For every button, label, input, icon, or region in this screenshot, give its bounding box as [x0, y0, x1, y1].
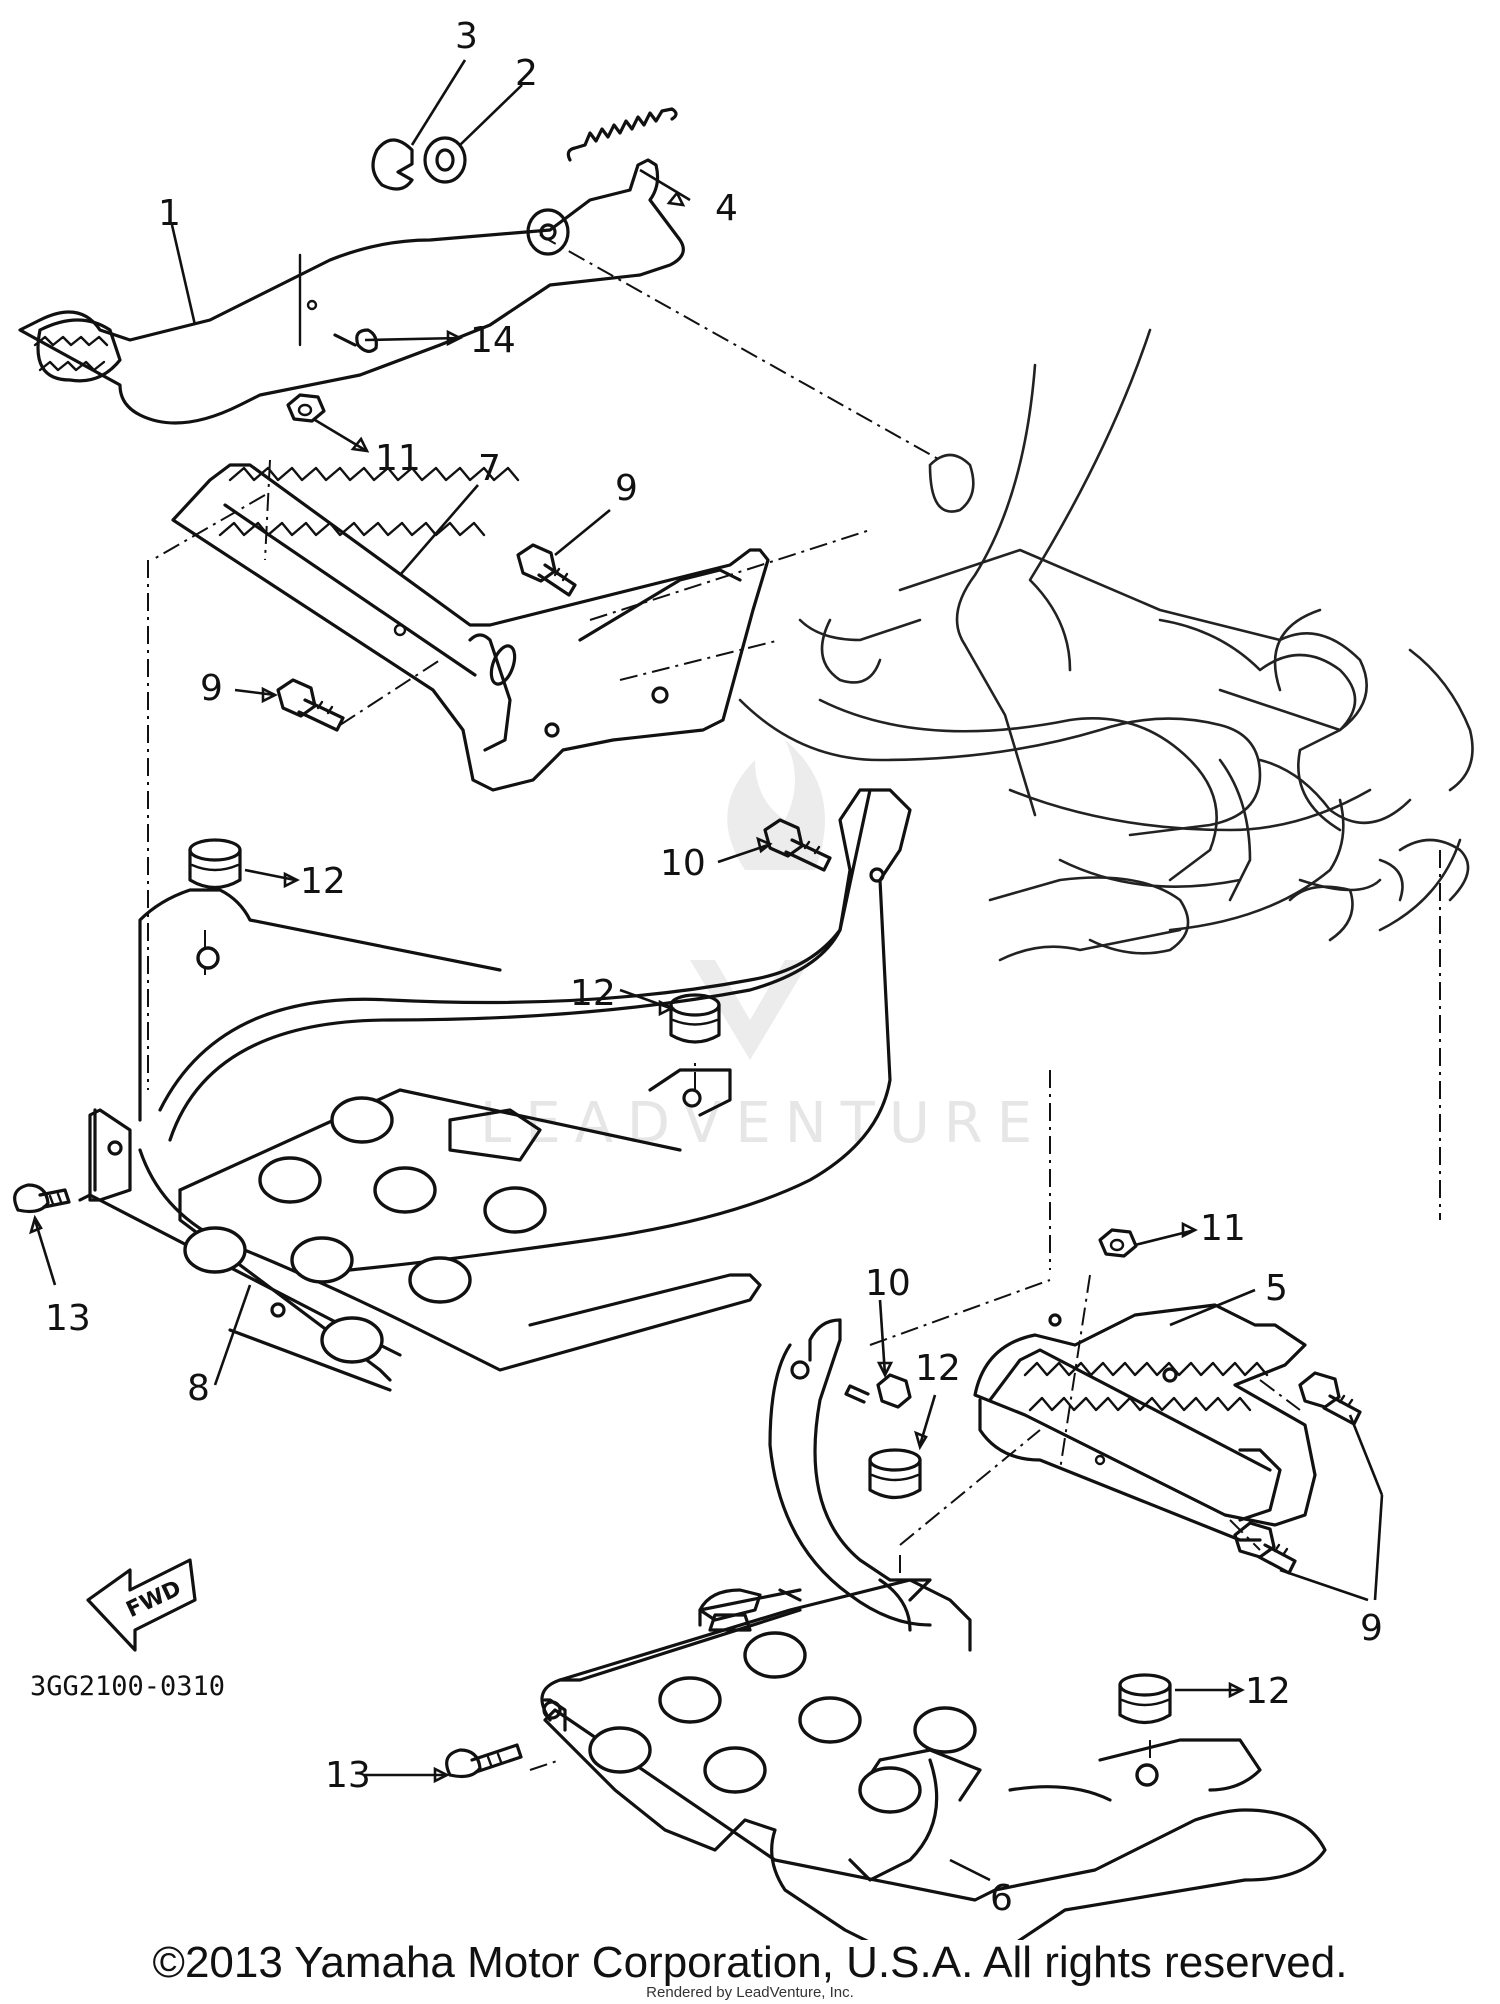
callout-2: 2 [515, 53, 538, 94]
bolt-13-right [445, 1743, 523, 1779]
grommet-12-b [669, 993, 721, 1044]
callout-3: 3 [455, 16, 478, 57]
callout-10a: 10 [660, 843, 706, 884]
bolt-14 [333, 328, 378, 353]
callout-11b: 11 [1200, 1208, 1246, 1249]
callout-4: 4 [715, 188, 738, 229]
callout-12a: 12 [300, 861, 346, 902]
callout-9b: 9 [200, 668, 223, 709]
footrest-right-part [973, 1303, 1317, 1542]
bolt-10-lower [844, 1373, 912, 1409]
callout-labels: 3 2 4 1 14 11 7 9 9 12 10 12 13 8 11 5 1… [45, 16, 1383, 1919]
callout-12b: 12 [570, 973, 616, 1014]
callout-1: 1 [158, 193, 181, 234]
bolt-9-lower [276, 678, 345, 732]
parts-diagram: LEADVENTURE [13, 16, 1474, 1940]
grommet-12-a [188, 838, 242, 890]
fwd-label: FWD [123, 1576, 186, 1623]
callout-14: 14 [470, 320, 516, 361]
callout-12c: 12 [915, 1348, 961, 1389]
leader-lines [29, 59, 1384, 1882]
bolt-13-left [13, 1183, 71, 1214]
washer-part [423, 136, 467, 184]
fwd-arrow-icon: FWD [86, 1558, 197, 1652]
copyright-footer: ©2013 Yamaha Motor Corporation, U.S.A. A… [152, 1938, 1348, 1987]
assembly-lines [147, 234, 1441, 1771]
foot-guard-right-part [540, 1318, 1327, 1940]
bolt-9-right-lower [1233, 1521, 1297, 1575]
frame-outline [738, 328, 1474, 962]
callout-10b: 10 [865, 1263, 911, 1304]
watermark: LEADVENTURE [480, 740, 1046, 1156]
grommet-12-d [1118, 1673, 1172, 1725]
callout-12d: 12 [1245, 1671, 1291, 1712]
diagram-code: 3GG2100-0310 [30, 1671, 225, 1702]
bolt-9-right-upper [1298, 1371, 1362, 1426]
callout-8: 8 [187, 1368, 210, 1409]
callout-13a: 13 [45, 1298, 91, 1339]
callout-7: 7 [478, 448, 501, 489]
callout-11a: 11 [375, 438, 421, 479]
render-note: Rendered by LeadVenture, Inc. [646, 1984, 854, 2001]
grommet-12-c [868, 1448, 922, 1500]
callout-5: 5 [1265, 1268, 1288, 1309]
bolt-10-upper [763, 818, 832, 872]
callout-13b: 13 [325, 1755, 371, 1796]
nut-11-upper [286, 393, 326, 423]
brake-pedal-part [18, 158, 685, 425]
clip-part [371, 138, 414, 191]
callout-9a: 9 [615, 468, 638, 509]
foot-guard-left-part [78, 788, 912, 1392]
callout-9c: 9 [1360, 1608, 1383, 1649]
bolt-9-upper [516, 543, 577, 597]
spring-part [566, 107, 678, 162]
nut-11-lower [1098, 1228, 1138, 1258]
footrest-left-part [171, 463, 770, 792]
callout-6: 6 [990, 1878, 1013, 1919]
watermark-text: LEADVENTURE [480, 1091, 1046, 1156]
